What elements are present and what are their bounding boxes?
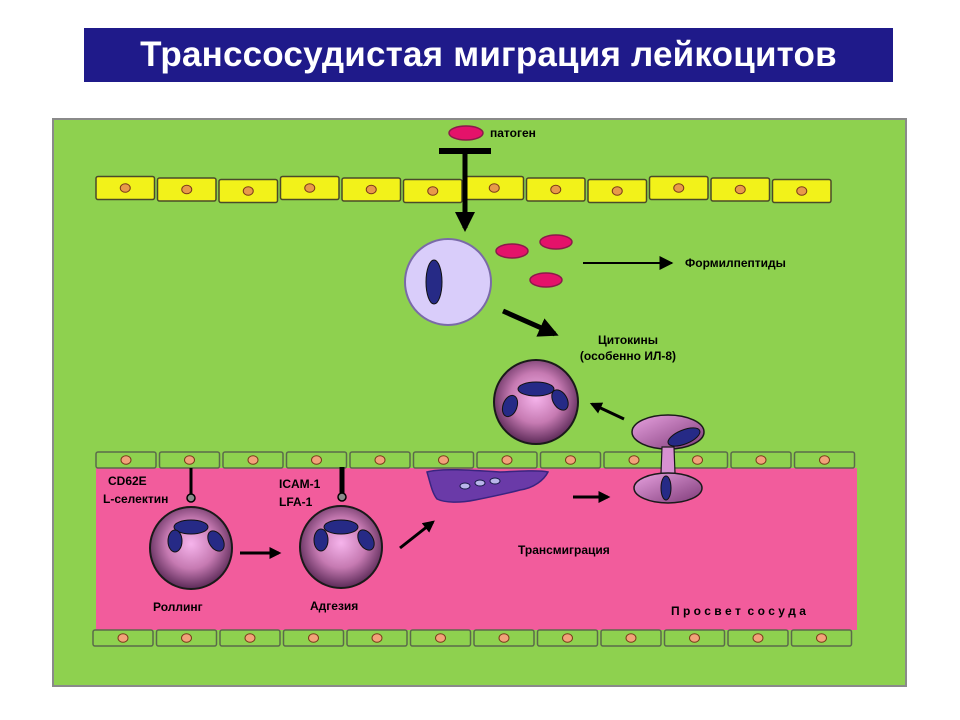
- epithelium-layer: [95, 175, 832, 204]
- cell-nucleus: [365, 184, 377, 195]
- arrow-cytokines: [501, 308, 559, 337]
- rolling-leukocyte: [149, 506, 233, 590]
- cd62e-label: CD62E: [108, 474, 147, 488]
- cell-nucleus: [184, 455, 195, 465]
- cell-nucleus: [308, 633, 319, 643]
- transmigrating-leukocyte: [631, 414, 705, 504]
- cell-nucleus: [374, 455, 386, 465]
- cytokines-label-sub: (особенно ИЛ-8): [580, 349, 676, 363]
- cell-nucleus: [796, 186, 808, 196]
- cell-nucleus: [501, 455, 513, 465]
- formylpeptides-label: Формилпептиды: [685, 256, 786, 270]
- cell-nucleus: [117, 633, 129, 643]
- macrophage-cell: [404, 238, 492, 326]
- cell-nucleus: [242, 186, 254, 196]
- cell-nucleus: [435, 633, 446, 643]
- cell-nucleus: [488, 183, 500, 193]
- cytokines-label: Цитокины: [598, 333, 658, 347]
- lfa1-label: LFA-1: [279, 495, 313, 509]
- pathogen-label: патоген: [490, 126, 536, 140]
- cell-nucleus: [498, 633, 510, 643]
- cell-nucleus: [752, 633, 764, 643]
- pathogen-fragment: [529, 272, 563, 288]
- cell-nucleus: [311, 455, 322, 465]
- cell-nucleus: [625, 633, 637, 643]
- migrated-leukocyte: [493, 359, 579, 445]
- cell-nucleus: [673, 183, 685, 193]
- arrow-to-tissue: [589, 402, 625, 421]
- cell-nucleus: [689, 633, 700, 643]
- cell-nucleus: [611, 186, 623, 196]
- icam1-label: ICAM-1: [279, 477, 321, 491]
- crawling-leukocyte: [426, 468, 550, 503]
- cell-nucleus: [562, 633, 573, 643]
- cell-nucleus: [247, 455, 259, 465]
- cell-nucleus: [120, 455, 132, 465]
- integrin-ligand: [337, 492, 347, 502]
- cell-nucleus: [734, 184, 746, 195]
- cell-nucleus: [565, 455, 576, 465]
- arrow-to-crawling: [399, 520, 435, 550]
- cell-nucleus: [244, 633, 256, 643]
- cell-nucleus: [816, 633, 827, 643]
- cell-nucleus: [181, 633, 192, 643]
- endothelium-bottom: [92, 629, 853, 647]
- slide-title: Транссосудистая миграция лейкоцитов: [84, 28, 893, 82]
- adhesion-label: Адгезия: [310, 599, 358, 613]
- cell-nucleus: [692, 455, 703, 465]
- pathogen-fragment: [495, 243, 529, 259]
- vessel-lumen-label: П р о с в е т с о с у д а: [671, 604, 806, 618]
- rolling-label: Роллинг: [153, 600, 203, 614]
- pathogen-cell: [448, 125, 484, 141]
- l-selectin-label: L-селектин: [103, 492, 168, 506]
- selectin-ligand: [186, 493, 196, 503]
- cell-nucleus: [371, 633, 383, 643]
- cell-nucleus: [819, 455, 830, 465]
- endothelium-top: [95, 451, 856, 469]
- cell-nucleus: [628, 455, 640, 465]
- cell-nucleus: [755, 455, 767, 465]
- cell-nucleus: [427, 186, 439, 196]
- cell-nucleus: [550, 184, 562, 195]
- cell-nucleus: [181, 184, 193, 195]
- adhesion-leukocyte: [299, 505, 383, 589]
- pathogen-fragment: [539, 234, 573, 250]
- cell-nucleus: [438, 455, 449, 465]
- macrophage-nucleus: [425, 259, 443, 305]
- transmigration-label: Трансмиграция: [518, 543, 610, 557]
- cell-nucleus: [304, 183, 316, 193]
- cell-nucleus: [119, 183, 131, 193]
